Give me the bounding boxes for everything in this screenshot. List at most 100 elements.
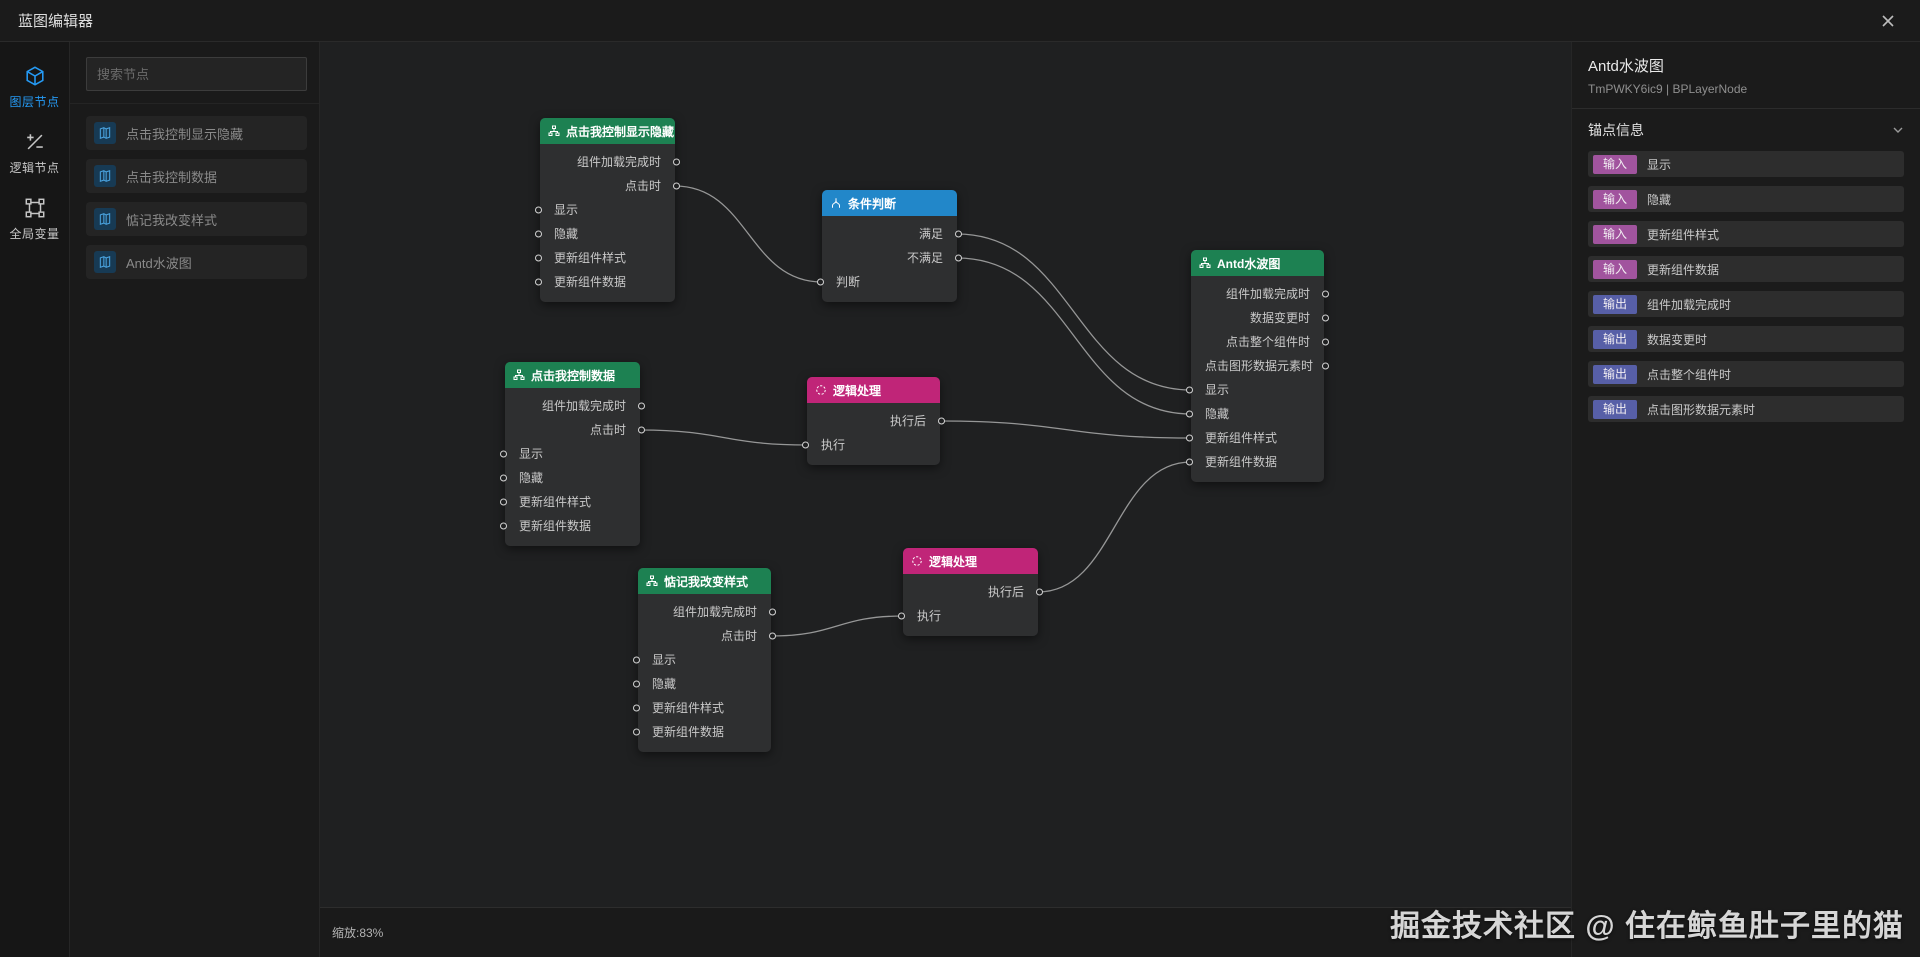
zoom-level: 缩放:83% — [332, 926, 384, 940]
input-port-row: 更新组件数据 — [500, 514, 640, 538]
close-icon[interactable] — [1874, 7, 1902, 35]
port-label: 更新组件数据 — [652, 725, 725, 739]
node-show-hide[interactable]: 点击我控制显示隐藏组件加载完成时点击时显示隐藏更新组件样式更新组件数据 — [535, 118, 680, 302]
search-input[interactable] — [86, 57, 307, 91]
node-header[interactable]: 惦记我改变样式 — [638, 568, 771, 594]
edge[interactable] — [639, 429, 808, 446]
input-port-row: 更新组件数据 — [633, 720, 771, 744]
port-点击时[interactable] — [673, 182, 680, 190]
port-更新组件样式[interactable] — [633, 704, 640, 712]
input-port-row: 判断 — [817, 270, 957, 294]
edge[interactable] — [939, 420, 1192, 439]
port-不满足[interactable] — [955, 254, 962, 262]
anchor-row: 输入更新组件数据 — [1588, 256, 1904, 282]
node-body: 执行后执行 — [802, 403, 945, 465]
node-list-item[interactable]: 惦记我改变样式 — [86, 202, 307, 236]
node-list-item-label: 点击我控制显示隐藏 — [126, 126, 244, 142]
port-点击整个组件时[interactable] — [1322, 338, 1329, 346]
port-label: 显示 — [519, 447, 544, 461]
edge[interactable] — [770, 615, 904, 637]
input-port-row: 显示 — [500, 442, 640, 466]
canvas-column: 点击我控制显示隐藏组件加载完成时点击时显示隐藏更新组件样式更新组件数据条件判断满… — [320, 42, 1571, 957]
node-list-item[interactable]: 点击我控制数据 — [86, 159, 307, 193]
node-header[interactable]: 条件判断 — [822, 190, 957, 216]
rail-item-layer-nodes[interactable]: 图层节点 — [0, 56, 69, 122]
rail-item-global-vars[interactable]: 全局变量 — [0, 188, 69, 254]
port-label: 隐藏 — [652, 677, 677, 691]
chevron-down-icon[interactable] — [1892, 124, 1904, 136]
port-label: 判断 — [836, 275, 861, 289]
node-header[interactable]: Antd水波图 — [1191, 250, 1324, 276]
node-header[interactable]: 点击我控制数据 — [505, 362, 640, 388]
port-隐藏[interactable] — [500, 474, 507, 482]
port-显示[interactable] — [1186, 386, 1193, 394]
input-port-row: 执行 — [802, 433, 940, 457]
node-header[interactable]: 点击我控制显示隐藏 — [540, 118, 675, 144]
node-list-item[interactable]: Antd水波图 — [86, 245, 307, 279]
port-组件加载完成时[interactable] — [673, 158, 680, 166]
rail-item-logic-nodes[interactable]: 逻辑节点 — [0, 122, 69, 188]
node-control-data[interactable]: 点击我控制数据组件加载完成时点击时显示隐藏更新组件样式更新组件数据 — [500, 362, 645, 546]
port-执行[interactable] — [898, 612, 905, 620]
port-隐藏[interactable] — [1186, 410, 1193, 418]
output-port-row: 点击时 — [638, 624, 776, 648]
node-body: 组件加载完成时点击时显示隐藏更新组件样式更新组件数据 — [535, 144, 680, 302]
port-更新组件样式[interactable] — [1186, 434, 1193, 442]
port-组件加载完成时[interactable] — [1322, 290, 1329, 298]
anchor-info-section-header[interactable]: 锚点信息 — [1572, 109, 1920, 149]
node-header[interactable]: 逻辑处理 — [807, 377, 940, 403]
input-port-row: 更新组件样式 — [500, 490, 640, 514]
port-更新组件数据[interactable] — [535, 278, 542, 286]
port-组件加载完成时[interactable] — [638, 402, 645, 410]
node-antd-liquid[interactable]: Antd水波图组件加载完成时数据变更时点击整个组件时点击图形数据元素时显示隐藏更… — [1186, 250, 1329, 482]
node-logic-1[interactable]: 逻辑处理执行后执行 — [802, 377, 945, 465]
edge[interactable] — [956, 233, 1192, 391]
output-port-row: 点击时 — [540, 174, 680, 198]
port-label: 更新组件样式 — [1205, 431, 1278, 445]
blueprint-canvas[interactable]: 点击我控制显示隐藏组件加载完成时点击时显示隐藏更新组件样式更新组件数据条件判断满… — [320, 42, 1571, 907]
port-更新组件数据[interactable] — [1186, 458, 1193, 466]
port-点击图形数据元素时[interactable] — [1322, 362, 1329, 370]
port-label: 点击时 — [720, 629, 757, 643]
port-更新组件数据[interactable] — [633, 728, 640, 736]
port-显示[interactable] — [535, 206, 542, 214]
port-隐藏[interactable] — [535, 230, 542, 238]
port-显示[interactable] — [633, 656, 640, 664]
gear-icon — [911, 555, 923, 567]
branch-icon — [830, 197, 842, 209]
sitemap-icon — [1199, 257, 1211, 269]
node-change-style[interactable]: 惦记我改变样式组件加载完成时点击时显示隐藏更新组件样式更新组件数据 — [633, 568, 776, 752]
port-更新组件数据[interactable] — [500, 522, 507, 530]
port-判断[interactable] — [817, 278, 824, 286]
node-header[interactable]: 逻辑处理 — [903, 548, 1038, 574]
anchor-list: 输入显示输入隐藏输入更新组件样式输入更新组件数据输出组件加载完成时输出数据变更时… — [1572, 149, 1920, 422]
rail-item-label: 逻辑节点 — [9, 161, 60, 175]
node-logic-2[interactable]: 逻辑处理执行后执行 — [898, 548, 1043, 636]
port-满足[interactable] — [955, 230, 962, 238]
port-label: 显示 — [554, 203, 579, 217]
port-显示[interactable] — [500, 450, 507, 458]
port-执行[interactable] — [802, 441, 809, 449]
port-更新组件样式[interactable] — [535, 254, 542, 262]
anchor-label: 更新组件样式 — [1647, 227, 1720, 242]
node-condition[interactable]: 条件判断满足不满足判断 — [817, 190, 962, 302]
port-执行后[interactable] — [938, 417, 945, 425]
port-点击时[interactable] — [638, 426, 645, 434]
port-更新组件样式[interactable] — [500, 498, 507, 506]
port-组件加载完成时[interactable] — [769, 608, 776, 616]
port-隐藏[interactable] — [633, 680, 640, 688]
anchor-type-badge: 输出 — [1593, 294, 1637, 314]
port-执行后[interactable] — [1036, 588, 1043, 596]
output-port-row: 点击整个组件时 — [1191, 330, 1329, 354]
port-label: 隐藏 — [1205, 407, 1230, 421]
edge[interactable] — [956, 257, 1192, 415]
port-label: 隐藏 — [554, 227, 579, 241]
port-点击时[interactable] — [769, 632, 776, 640]
output-port-row: 点击时 — [505, 418, 645, 442]
edge[interactable] — [1037, 461, 1192, 593]
port-数据变更时[interactable] — [1322, 314, 1329, 322]
edge[interactable] — [674, 185, 823, 283]
anchor-row: 输入更新组件样式 — [1588, 221, 1904, 247]
node-list-item[interactable]: 点击我控制显示隐藏 — [86, 116, 307, 150]
